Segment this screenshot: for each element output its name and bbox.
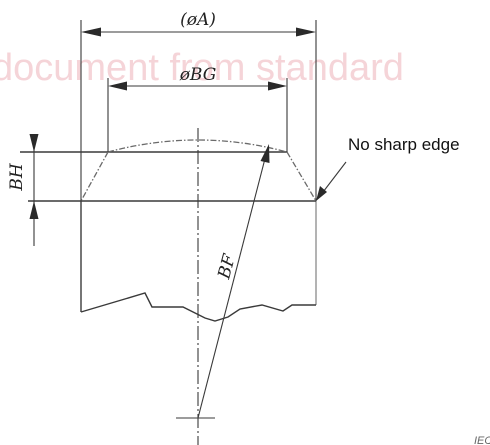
watermark: document from standard [0,47,404,89]
arrow-head [260,144,270,163]
part-body [20,139,317,322]
top-diameter-label: øBG [179,65,217,85]
arrow-head [29,134,39,152]
right-chamfer [286,151,317,202]
dimension-chamfer-height: BH [7,134,39,246]
radius-label: BF [214,251,240,282]
edge-note-label: No sharp edge [348,135,460,154]
figure-reference: IEC [474,435,490,445]
arrow-head [108,81,127,91]
left-chamfer [80,151,109,202]
arrow-head [316,186,327,201]
arrow-head [296,27,316,37]
edge-note: No sharp edge [316,135,460,201]
radius-line [197,146,269,419]
arrow-head [268,81,287,91]
dimension-top-diameter: øBG [107,65,288,152]
arrow-head [29,201,39,219]
break-line [80,292,316,322]
chamfer-height-label: BH [7,162,27,191]
dimension-radius: BF [197,144,270,419]
arrow-head [81,27,101,37]
outer-diameter-label: (øA) [180,10,216,30]
dimension-outer-diameter: (øA) [80,10,317,201]
